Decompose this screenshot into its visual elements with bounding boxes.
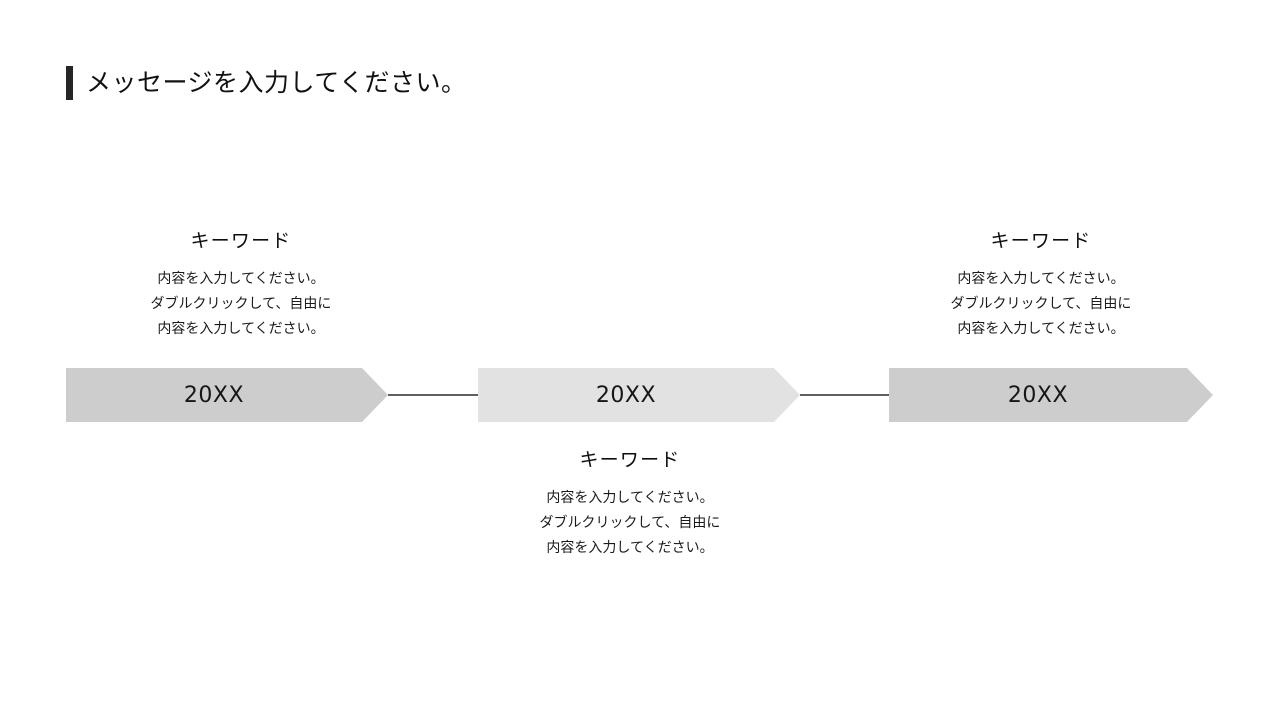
milestone-body-line: 内容を入力してください。 <box>157 270 325 287</box>
timeline-milestone-3[interactable]: 20XX <box>889 368 1213 422</box>
milestone-body-line: 内容を入力してください。 <box>957 320 1125 337</box>
chevron-shape-3 <box>889 368 1213 422</box>
timeline-milestone-1[interactable]: 20XX <box>66 368 388 422</box>
chevron-shape-2 <box>478 368 800 422</box>
milestone-year-1[interactable]: 20XX <box>183 382 245 408</box>
milestone-heading-2[interactable]: キーワード <box>579 449 681 471</box>
milestone-body-2[interactable]: 内容を入力してください。 ダブルクリックして、自由に 内容を入力してください。 <box>485 486 775 561</box>
milestone-text-block-3: キーワード 内容を入力してください。 ダブルクリックして、自由に 内容を入力して… <box>896 230 1186 342</box>
timeline-connector-1 <box>388 394 478 396</box>
milestone-text-block-2: キーワード 内容を入力してください。 ダブルクリックして、自由に 内容を入力して… <box>485 449 775 561</box>
milestone-body-line: ダブルクリックして、自由に <box>539 514 721 531</box>
page-title[interactable]: メッセージを入力してください。 <box>86 68 467 97</box>
title-accent-bar <box>66 66 73 100</box>
timeline-milestone-2[interactable]: 20XX <box>478 368 800 422</box>
milestone-body-line: 内容を入力してください。 <box>546 489 714 506</box>
milestone-body-3[interactable]: 内容を入力してください。 ダブルクリックして、自由に 内容を入力してください。 <box>896 267 1186 342</box>
milestone-year-3[interactable]: 20XX <box>1007 382 1069 408</box>
milestone-body-line: ダブルクリックして、自由に <box>150 295 332 312</box>
timeline-connector-2 <box>800 394 889 396</box>
milestone-text-block-1: キーワード 内容を入力してください。 ダブルクリックして、自由に 内容を入力して… <box>96 230 386 342</box>
milestone-year-2[interactable]: 20XX <box>595 382 657 408</box>
milestone-heading-3[interactable]: キーワード <box>990 230 1092 252</box>
milestone-body-line: 内容を入力してください。 <box>157 320 325 337</box>
milestone-body-line: ダブルクリックして、自由に <box>950 295 1132 312</box>
page-title-row: メッセージを入力してください。 <box>66 66 467 100</box>
milestone-body-line: 内容を入力してください。 <box>546 539 714 556</box>
milestone-body-line: 内容を入力してください。 <box>957 270 1125 287</box>
chevron-shape-1 <box>66 368 388 422</box>
milestone-body-1[interactable]: 内容を入力してください。 ダブルクリックして、自由に 内容を入力してください。 <box>96 267 386 342</box>
milestone-heading-1[interactable]: キーワード <box>190 230 292 252</box>
